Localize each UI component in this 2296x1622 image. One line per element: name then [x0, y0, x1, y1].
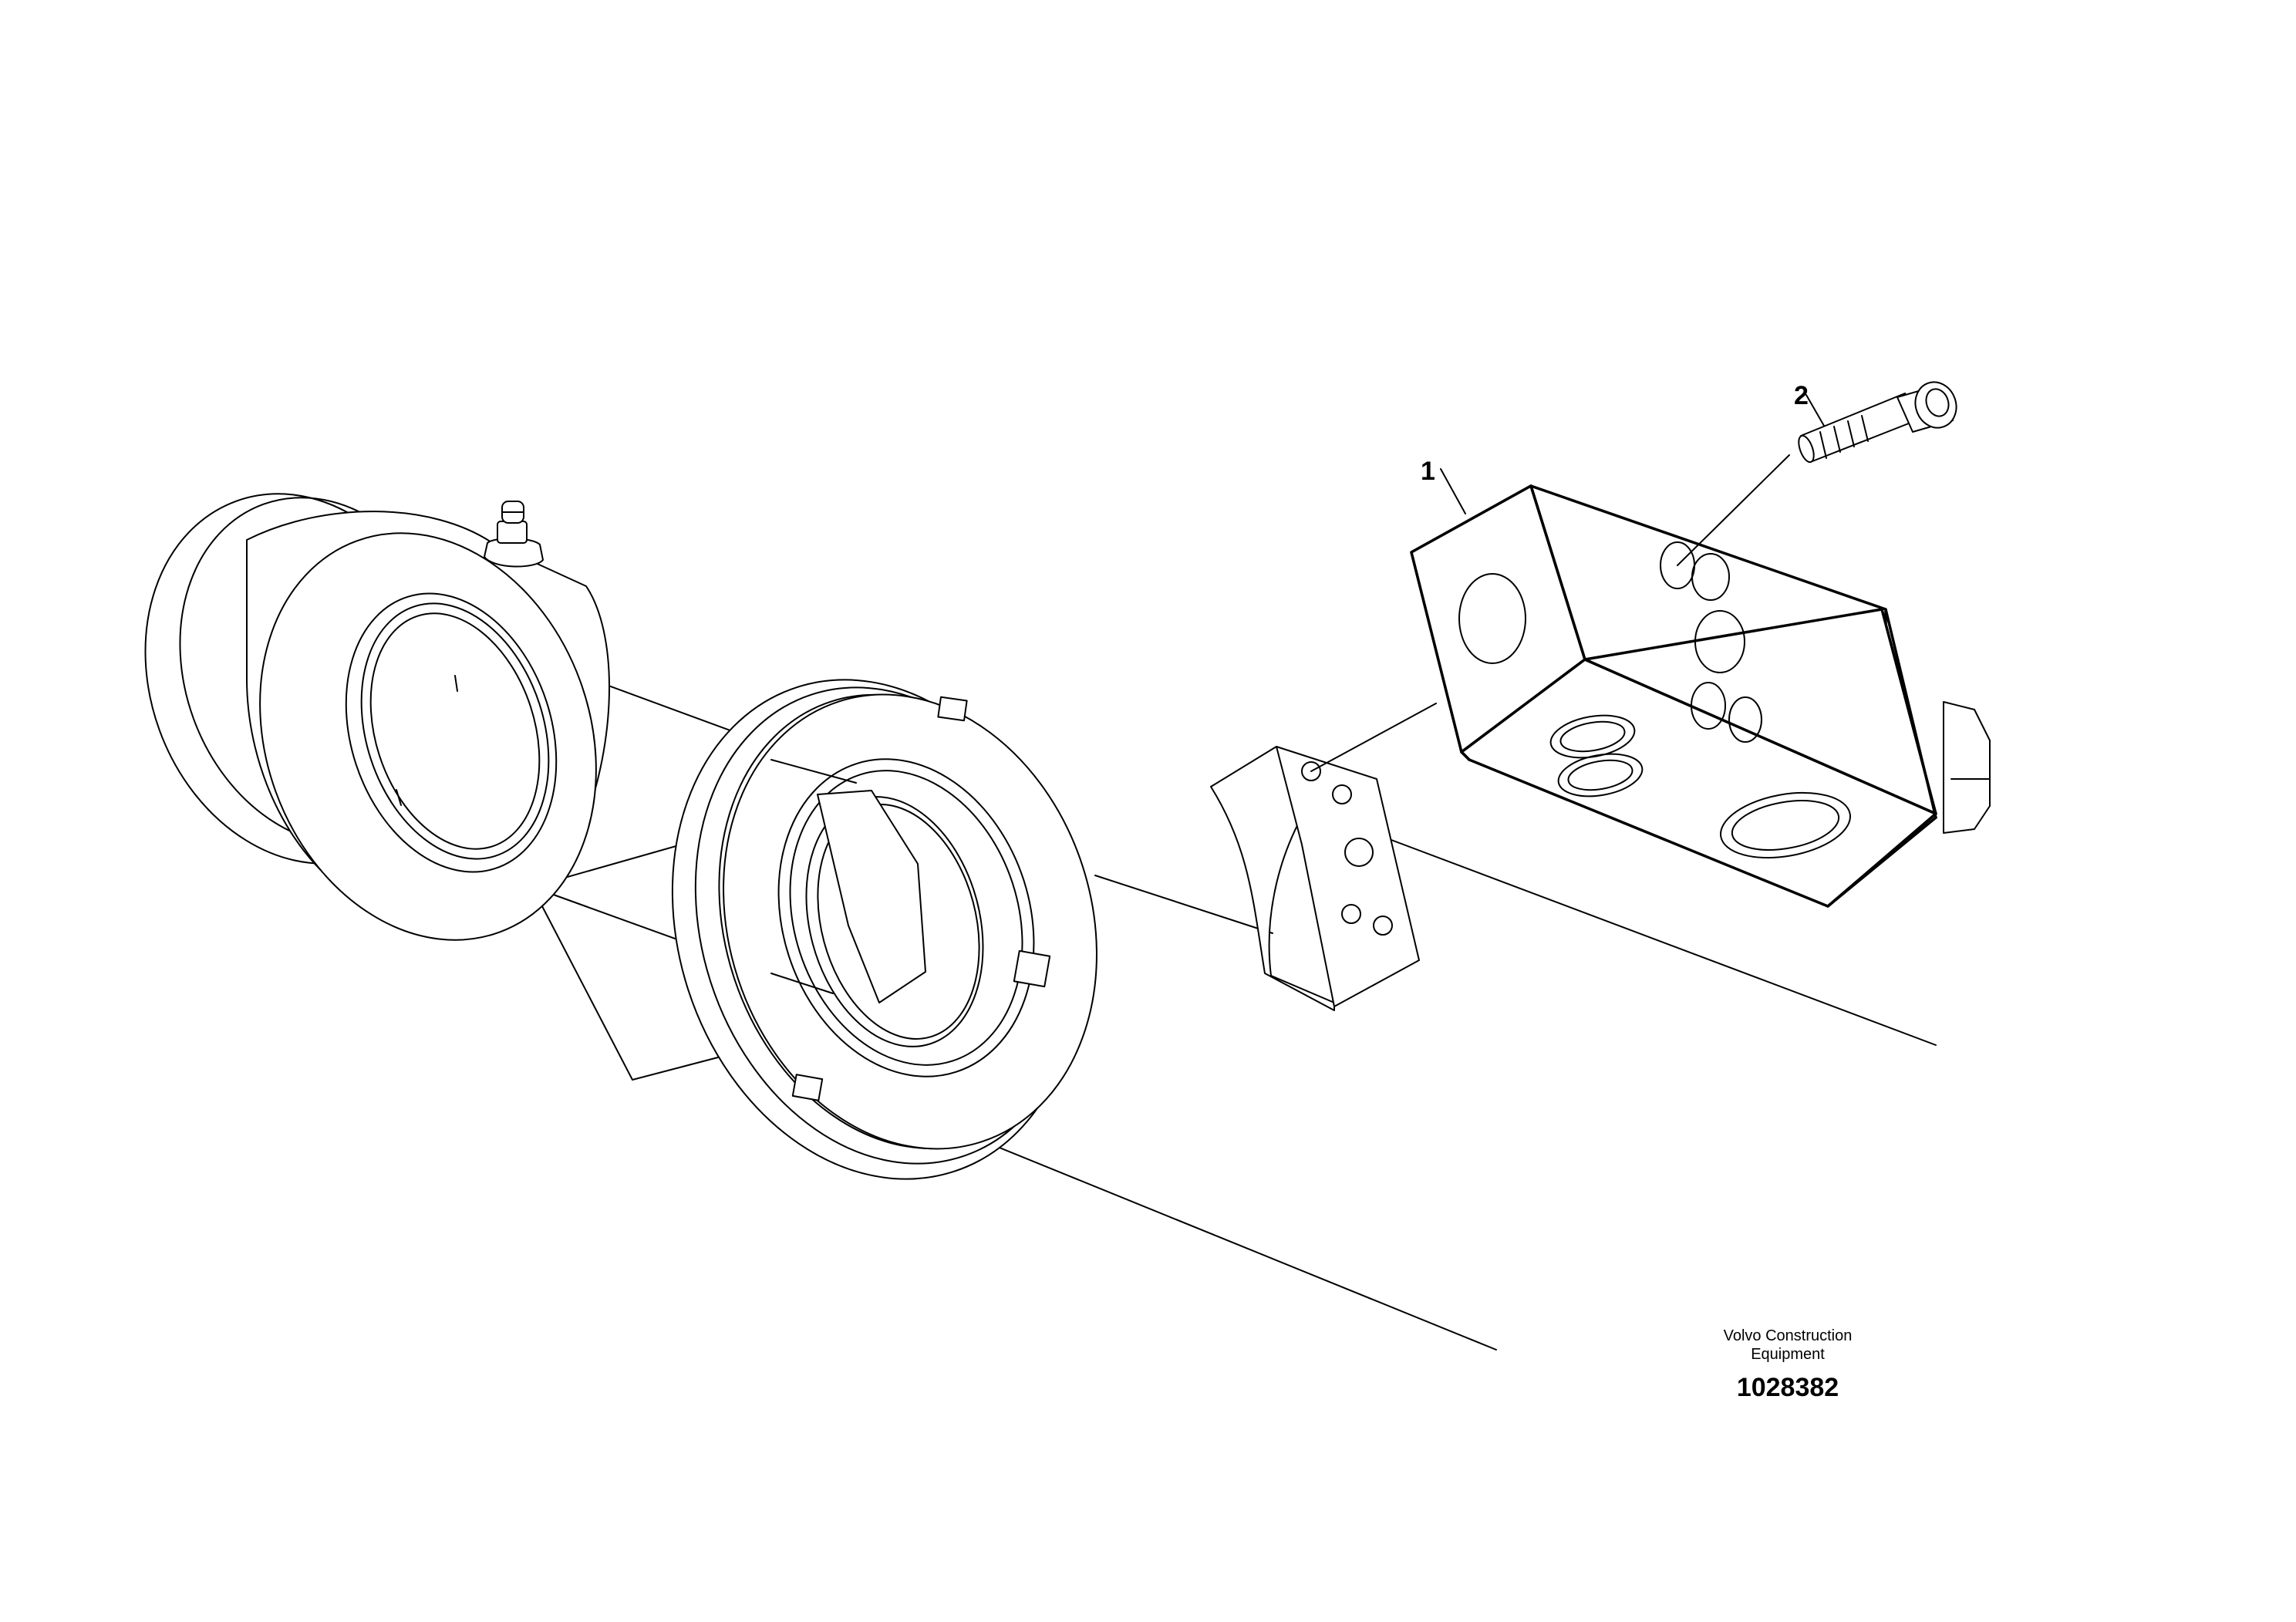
cap-screw — [1798, 381, 1957, 464]
callout-1: 1 — [1421, 457, 1435, 486]
callout-2: 2 — [1794, 381, 1809, 410]
document-number: 1028382 — [1737, 1373, 1839, 1402]
title-block: Volvo Construction Equipment 1028382 — [1724, 1327, 1853, 1402]
rod-eye — [144, 493, 610, 941]
brand-line-1: Volvo Construction — [1724, 1327, 1853, 1344]
callouts: 1 2 — [1421, 381, 1809, 486]
leader-lines — [1310, 394, 1825, 772]
mounting-saddle — [1210, 746, 1420, 1011]
valve-block — [1410, 484, 1991, 908]
cylinder-head — [671, 679, 1097, 1180]
brand-line-2: Equipment — [1751, 1346, 1825, 1363]
grease-nipple — [484, 501, 544, 568]
